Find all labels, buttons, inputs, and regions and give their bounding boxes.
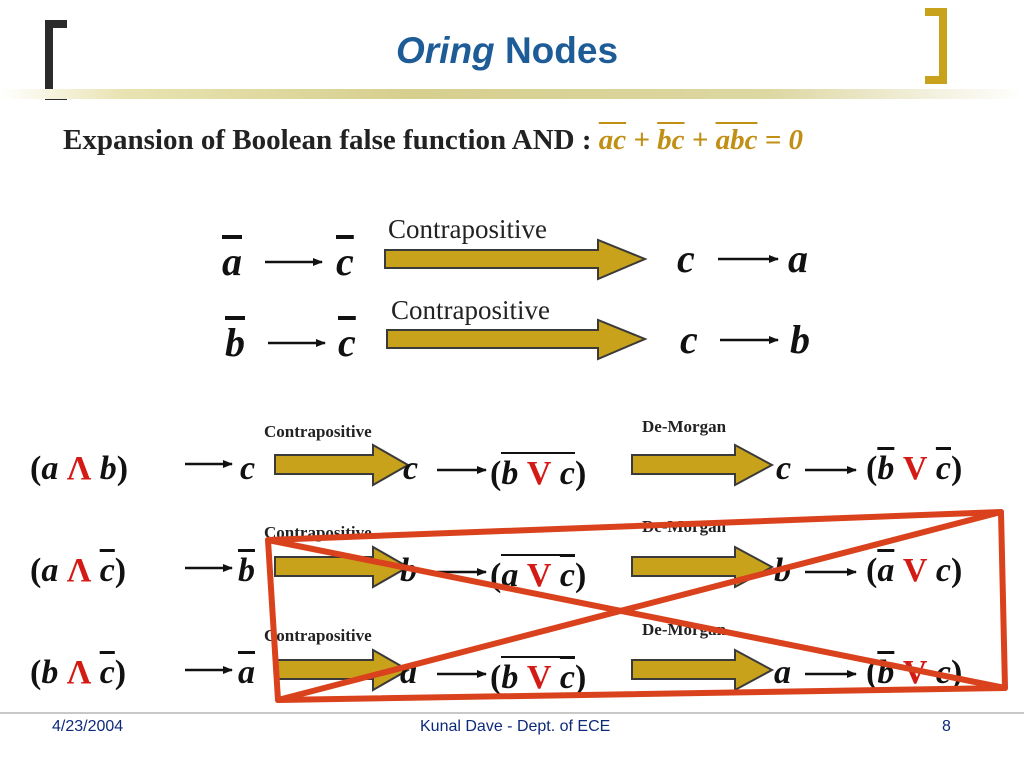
footer-author: Kunal Dave - Dept. of ECE [420,718,611,735]
formula-equals-zero: = 0 [757,124,803,156]
d1-contra-var: c [403,450,419,487]
footer-page-number: 8 [942,718,951,735]
d3-negated-group: (b V c) [490,656,586,695]
d1-implied: c [240,450,256,487]
d1-contra-arrow [274,443,411,487]
impl1-right-c: c [677,236,695,281]
cross-out-line-2 [275,509,1004,703]
right-bracket-decoration [925,8,947,84]
d2-negated-group: (a V c) [490,554,586,593]
impl2-right-b: b [790,317,810,362]
d1-contra-label: Contrapositive [264,422,372,441]
subtitle-formula: ac + bc + abc = 0 [599,124,803,156]
d3-contra-label: Contrapositive [264,626,372,645]
d2-contra-arrow [274,545,411,589]
d1-demorgan-label: De-Morgan [642,417,727,436]
formula-term-3: abc [715,124,758,156]
d1-premise: (a Λ b) [30,450,129,487]
footer-rule [0,712,1024,714]
impl1-left-a-bar: a [222,239,242,284]
d1-demorgan-arrow [631,443,775,487]
d3-premise: (b Λ c) [30,654,127,691]
d2-result-group: (a V c) [866,552,963,589]
formula-term-1: ac [598,124,627,156]
impl1-right-a: a [788,236,808,281]
d3-demorgan-arrow [631,648,775,692]
formula-term-2: bc [657,124,685,156]
d3-implied-bar: a [238,654,255,691]
d1-result-group: (b V c) [866,450,963,487]
title-italic: Oring [395,30,495,71]
impl2-right-c: c [680,317,698,362]
d3-result-var: a [774,654,791,691]
title-rest: Nodes [504,30,619,71]
impl2-left-c-bar: c [338,320,356,365]
slide-title: Oring Nodes [0,30,1014,72]
d1-result-var: c [776,450,792,487]
impl1-left-c-bar: c [336,239,354,284]
d2-premise: (a Λ c) [30,552,127,589]
formula-plus-1: + [626,124,658,156]
big-arrow-1 [384,238,648,281]
contrapositive-label-2: Contrapositive [391,295,550,325]
footer-date: 4/23/2004 [52,718,124,735]
subtitle-text: Expansion of Boolean false function AND … [63,124,599,156]
formula-plus-2: + [684,124,716,156]
d3-contra-arrow [274,648,411,692]
cross-out-line-1 [265,537,1008,691]
contrapositive-label-1: Contrapositive [388,214,547,244]
d2-implied-bar: b [238,552,255,589]
impl2-left-b-bar: b [225,320,245,365]
d1-negated-group: (b V c) [490,452,586,491]
title-underline-rule [0,89,1024,99]
subtitle: Expansion of Boolean false function AND … [63,124,803,157]
big-arrow-2 [386,318,648,361]
